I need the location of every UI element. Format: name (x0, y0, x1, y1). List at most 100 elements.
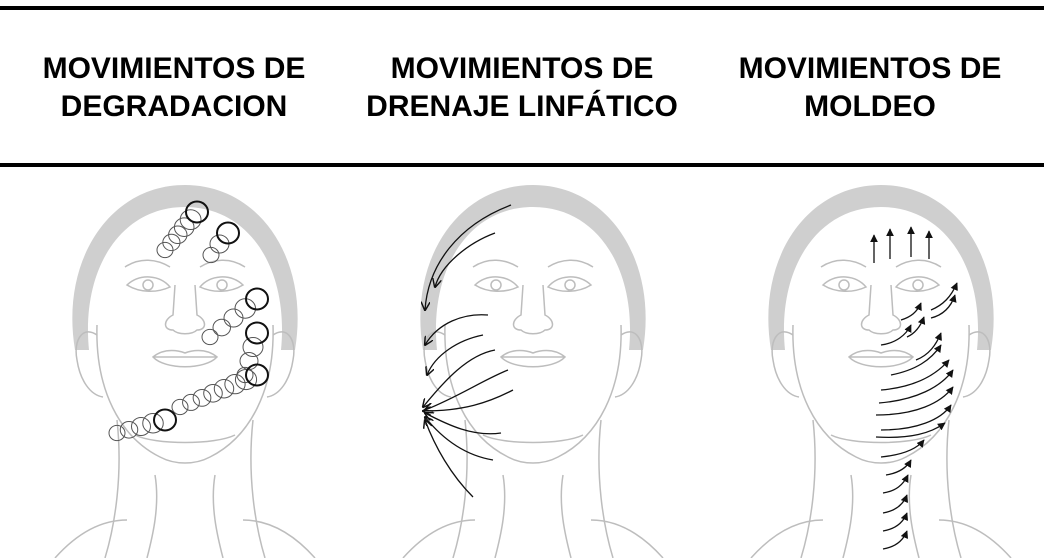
neck-center-right (908, 474, 920, 558)
mouth (499, 349, 567, 368)
header-degradacion-line1: MOVIMIENTOS DE (42, 52, 306, 85)
moulding-arrow-neck-3 (882, 494, 909, 514)
header-drenaje-linfatico: MOVIMIENTOS DE DRENAJE LINFÁTICO (348, 50, 696, 126)
spiral-loop (202, 246, 220, 264)
drainage-arrow-nose (427, 334, 484, 375)
neck-left (104, 419, 120, 558)
face-panel-degradacion (35, 175, 335, 558)
spiral-loop (179, 209, 202, 230)
face-outline (444, 324, 622, 464)
hair-band (768, 185, 994, 350)
spiral-loop (216, 221, 240, 245)
drainage-arrow-neck-lower (425, 420, 474, 498)
spiral-stroke-chin (108, 408, 177, 442)
spiral-loop (119, 420, 139, 439)
hair-band (72, 185, 298, 350)
face-outline (792, 324, 970, 464)
spiral-loop (142, 413, 164, 434)
spiral-stroke-jaw (171, 363, 269, 416)
left-eye (473, 276, 520, 292)
right-eye (198, 276, 245, 292)
spiral-loop (168, 225, 188, 245)
header-moldeo-line2: MOLDEO (804, 90, 936, 123)
neck-left (800, 419, 816, 558)
drainage-arrow-eye (425, 314, 489, 345)
drainage-arrow-cheek (423, 349, 496, 407)
drainage-arrow-forehead-outer (425, 204, 512, 310)
face-outline (96, 324, 274, 464)
left-iris (838, 279, 850, 291)
neck-right (598, 419, 614, 558)
nose (860, 284, 902, 335)
moulding-arrow-cheek-1 (880, 324, 912, 346)
right-eye (546, 276, 593, 292)
chin-line (482, 434, 584, 444)
spiral-loop (203, 383, 223, 403)
spiral-stroke-cheek-mid (236, 321, 269, 384)
face-panel-moldeo (731, 175, 1031, 558)
left-iris (490, 279, 502, 291)
right-ear (962, 331, 991, 398)
spiral-loop (185, 200, 209, 224)
face-illustration (54, 185, 316, 558)
spiral-loop (213, 378, 235, 399)
face-illustration (750, 185, 1012, 558)
left-ear (75, 331, 104, 398)
neck-center-left (494, 474, 506, 558)
spiral-loop (201, 328, 219, 346)
spiral-stroke-temple (202, 221, 240, 264)
left-eye (821, 276, 868, 292)
collar-left (54, 519, 128, 558)
spiral-loop (162, 233, 181, 252)
spiral-loop (108, 424, 126, 442)
left-iris (142, 279, 154, 291)
right-brow (199, 259, 246, 268)
neck-center-left (842, 474, 854, 558)
hair-band (420, 185, 646, 350)
moulding-arrow-neck-5 (882, 530, 909, 550)
face-drawing (402, 185, 664, 558)
spiral-loop (173, 217, 195, 238)
drainage-arrow-forehead-inner (435, 232, 496, 287)
moulding-arrow-neck-4 (882, 512, 909, 532)
right-brow (547, 259, 594, 268)
neck-center-right (560, 474, 572, 558)
face-drawing (750, 185, 1012, 558)
collar-right (242, 519, 316, 558)
moulding-arrow-jaw-2 (880, 404, 952, 431)
face-panel-drenaje (383, 175, 683, 558)
spiral-loop (223, 308, 244, 328)
nose (512, 284, 554, 335)
spiral-loop (245, 287, 269, 311)
header-moldeo-line1: MOVIMIENTOS DE (738, 52, 1002, 85)
spiral-loop (245, 321, 269, 345)
right-ear (266, 331, 295, 398)
neck-center-left (146, 474, 158, 558)
moulding-arrow-cheek-3 (890, 344, 942, 376)
spiral-loop (171, 398, 189, 416)
mouth (847, 349, 915, 368)
left-eye (125, 276, 172, 292)
bottom-rule (0, 163, 1044, 167)
face-illustration (402, 185, 664, 558)
spiral-loop (242, 337, 264, 357)
drainage-arrow-chin (423, 389, 514, 411)
spiral-stroke-forehead (156, 200, 209, 259)
header-degradacion-line2: DEGRADACION (60, 90, 288, 123)
left-ear (771, 331, 800, 398)
moulding-arrow-eye-1 (930, 282, 958, 311)
neck-left (452, 419, 468, 558)
spiral-loop (234, 369, 258, 391)
collar-right (590, 519, 664, 558)
drainage-arrow-jaw (425, 413, 502, 435)
right-iris (564, 279, 576, 291)
collar-right (938, 519, 1012, 558)
moulding-arrow-eye-4 (930, 294, 957, 319)
moulding-arrow-eye-2 (900, 302, 922, 321)
neck-right (946, 419, 962, 558)
moulding-arrow-neck-2 (882, 474, 909, 494)
header-moldeo: MOVIMIENTOS DE MOLDEO (696, 50, 1044, 126)
spiral-loop (156, 241, 174, 259)
moulding-arrow-cheek-5 (878, 369, 954, 404)
spiral-loop (212, 318, 231, 337)
